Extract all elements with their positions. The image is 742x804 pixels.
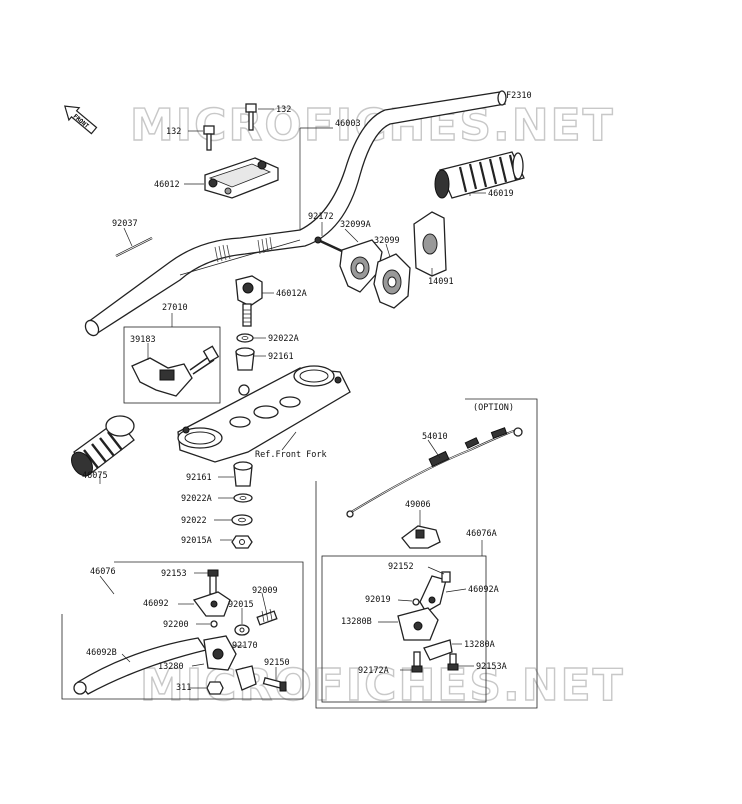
damper-92161-top bbox=[235, 347, 255, 371]
label-92170: 92170 bbox=[232, 641, 258, 651]
adjuster-92009 bbox=[256, 608, 278, 626]
label-92153: 92153 bbox=[161, 569, 187, 579]
note-front-fork: Ref.Front Fork bbox=[255, 450, 327, 460]
label-13280: 13280 bbox=[158, 662, 184, 672]
label-46075: 46075 bbox=[82, 471, 108, 481]
label-13280B: 13280B bbox=[341, 617, 372, 627]
label-92022: 92022 bbox=[181, 516, 207, 526]
screw-92172A bbox=[411, 651, 423, 673]
ring-92019 bbox=[412, 598, 420, 606]
nut-92015A bbox=[231, 535, 253, 549]
option-box bbox=[315, 398, 538, 709]
option-label: (OPTION) bbox=[473, 403, 514, 413]
front-arrow-icon: FRONT bbox=[64, 105, 98, 135]
label-92172: 92172 bbox=[308, 212, 334, 222]
label-49006: 49006 bbox=[405, 500, 431, 510]
label-46003: 46003 bbox=[335, 119, 361, 129]
pin-92037 bbox=[115, 237, 153, 257]
label-92161-top: 92161 bbox=[268, 352, 294, 362]
grip-46075 bbox=[71, 415, 135, 477]
holder-13280 bbox=[203, 635, 257, 691]
throttle-housing-32099A bbox=[339, 239, 383, 293]
bolt-132-left bbox=[203, 125, 215, 151]
cap-92152 bbox=[441, 571, 451, 583]
label-46092B: 46092B bbox=[86, 648, 117, 658]
screw-92172 bbox=[314, 236, 345, 254]
switch-39183 bbox=[131, 345, 220, 397]
label-311: 311 bbox=[176, 683, 191, 693]
washer-92022A-bottom bbox=[233, 493, 253, 503]
lever-46092 bbox=[192, 591, 231, 617]
label-46012A: 46012A bbox=[276, 289, 307, 299]
label-92019: 92019 bbox=[365, 595, 391, 605]
clamp-46012 bbox=[204, 157, 279, 199]
label-132-a: 132 bbox=[276, 105, 291, 115]
label-54010: 54010 bbox=[422, 432, 448, 442]
throttle-housing-32099 bbox=[373, 253, 411, 309]
label-92152: 92152 bbox=[388, 562, 414, 572]
label-32099A: 32099A bbox=[340, 220, 371, 230]
label-92015: 92015 bbox=[228, 600, 254, 610]
label-92022A-top: 92022A bbox=[268, 334, 299, 344]
cover-14091 bbox=[413, 211, 447, 277]
bolt-132-right bbox=[245, 103, 257, 131]
label-46092A: 46092A bbox=[468, 585, 499, 595]
label-46019: 46019 bbox=[488, 189, 514, 199]
clutch-kit-46076-box bbox=[61, 561, 304, 700]
bolt-92153 bbox=[207, 569, 219, 595]
diagram-code: F2310 bbox=[506, 91, 532, 101]
label-92200: 92200 bbox=[163, 620, 189, 630]
label-92015A: 92015A bbox=[181, 536, 212, 546]
screw-92150 bbox=[262, 676, 287, 692]
cable-54010 bbox=[346, 427, 523, 518]
label-46092: 46092 bbox=[143, 599, 169, 609]
holder-13280A bbox=[423, 639, 453, 661]
ring-92200 bbox=[210, 620, 218, 628]
label-32099: 32099 bbox=[374, 236, 400, 246]
throttle-grip-46019 bbox=[434, 151, 525, 199]
label-14091: 14091 bbox=[428, 277, 454, 287]
nut-small bbox=[238, 384, 250, 396]
screw-92153A bbox=[447, 653, 459, 671]
holder-13280B bbox=[397, 607, 439, 641]
nut-311 bbox=[206, 681, 224, 695]
label-46012: 46012 bbox=[154, 180, 180, 190]
handlebar bbox=[84, 90, 507, 337]
lever-kit-46076A-box bbox=[321, 555, 487, 703]
label-92022A-bottom: 92022A bbox=[181, 494, 212, 504]
label-92172A: 92172A bbox=[358, 666, 389, 676]
label-27010: 27010 bbox=[162, 303, 188, 313]
washer-92022A-top bbox=[236, 333, 254, 343]
label-132-b: 132 bbox=[166, 127, 181, 137]
holder-46012A bbox=[235, 275, 263, 327]
label-39183: 39183 bbox=[130, 335, 156, 345]
label-92161-bottom: 92161 bbox=[186, 473, 212, 483]
label-92009: 92009 bbox=[252, 586, 278, 596]
label-92150: 92150 bbox=[264, 658, 290, 668]
washer-92022 bbox=[231, 514, 253, 526]
label-92037: 92037 bbox=[112, 219, 138, 229]
label-13280A: 13280A bbox=[464, 640, 495, 650]
label-46076: 46076 bbox=[90, 567, 116, 577]
damper-92161-bottom bbox=[233, 461, 253, 487]
triple-clamp bbox=[177, 365, 351, 463]
nut-92015 bbox=[234, 624, 250, 636]
label-46076A: 46076A bbox=[466, 529, 497, 539]
label-92153A: 92153A bbox=[476, 662, 507, 672]
bracket-49006 bbox=[401, 525, 441, 549]
